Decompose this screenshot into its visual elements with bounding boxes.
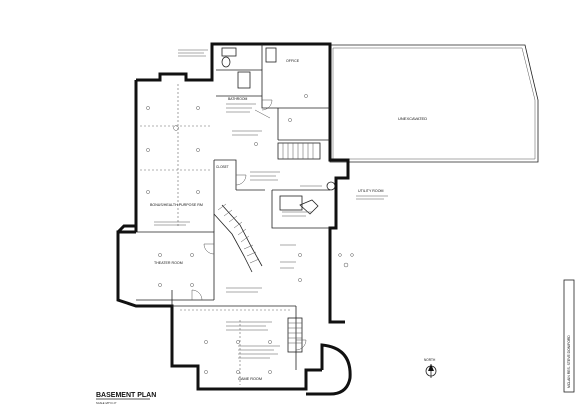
room-label-theater-room: THEATER ROOM xyxy=(154,261,183,265)
plan-scale: SCALE 1/8"=1'-0" xyxy=(96,401,117,405)
game-room-stair xyxy=(287,317,303,353)
north-arrow: NORTH xyxy=(424,358,437,378)
exterior-walls xyxy=(116,42,352,396)
interior-walls xyxy=(136,44,330,370)
room-label-closet: CLOSET xyxy=(216,165,229,169)
bathroom-fixtures xyxy=(221,47,277,89)
north-label: NORTH xyxy=(424,358,436,362)
room-label-unexcavated: UNEXCAVATED xyxy=(398,116,427,121)
electrical-symbols xyxy=(146,94,354,374)
room-label-bonus-room: BONUS/HEALTH PURPOSE RM xyxy=(150,203,203,207)
upper-staircase xyxy=(277,142,321,160)
annotation-notes xyxy=(154,49,388,359)
main-staircase xyxy=(213,203,263,273)
plan-title: BASEMENT PLAN xyxy=(96,392,156,399)
ceiling-dashed-lines xyxy=(140,84,290,385)
unexcavated-area xyxy=(329,44,539,163)
room-label-game-room: GAME ROOM xyxy=(238,377,262,381)
door-swings xyxy=(191,99,307,351)
title-block-text: MCLAIN RES. STEVE DONIFORD xyxy=(567,335,571,388)
drawing-title: BASEMENT PLAN SCALE 1/8"=1'-0" xyxy=(96,392,156,405)
room-label-utility-room: UTILITY ROOM xyxy=(358,189,384,193)
utility-equipment xyxy=(279,181,336,215)
room-label-bathroom: BATHROOM xyxy=(228,97,248,101)
room-label-office: OFFICE xyxy=(286,59,300,63)
title-block: MCLAIN RES. STEVE DONIFORD xyxy=(563,279,575,393)
room-labels: OFFICE BATHROOM CLOSET UNEXCAVATED BONUS… xyxy=(150,59,427,381)
